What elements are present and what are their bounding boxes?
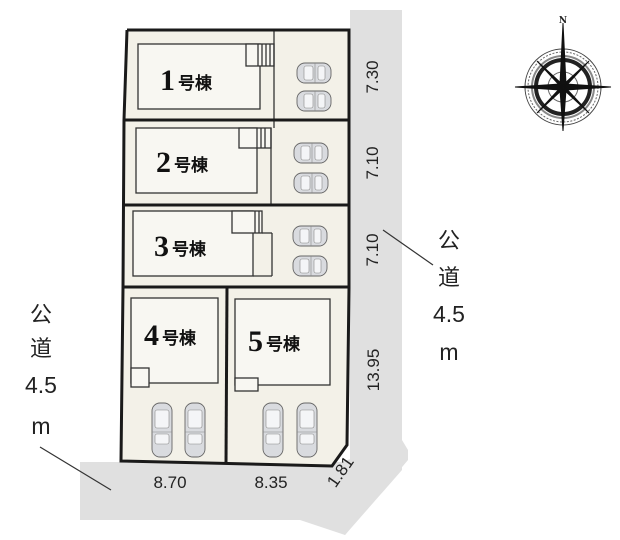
car-icon	[292, 255, 328, 277]
east-road	[350, 10, 402, 462]
building-3-suffix: 号棟	[172, 239, 207, 260]
building-4-porch	[130, 367, 150, 388]
lot-1: 1 号棟	[137, 30, 332, 128]
building-5-suffix: 号棟	[266, 334, 301, 355]
lot-5: 5 号棟	[234, 298, 331, 458]
building-2-footprint	[135, 127, 258, 194]
building-2-number: 2	[156, 146, 171, 179]
west-road-label: 公 道 4.5 m	[25, 303, 57, 439]
building-5-number: 5	[248, 325, 263, 358]
car-icon	[262, 402, 284, 458]
svg-text:公: 公	[438, 229, 460, 254]
svg-text:4.5: 4.5	[433, 301, 465, 327]
leader-line-west-road	[39, 446, 112, 491]
road-corner	[300, 445, 402, 535]
car-icon	[296, 62, 332, 84]
dimension-east-lot1: 7.30	[363, 60, 382, 93]
building-4-suffix: 号棟	[162, 328, 197, 349]
compass-rose-icon: N	[514, 16, 612, 132]
building-2-stairs	[238, 127, 272, 149]
compass-north-label: N	[559, 16, 567, 26]
lot-2: 2 号棟	[135, 127, 329, 205]
car-icon	[293, 172, 329, 194]
dimension-east-lot2: 7.10	[363, 146, 382, 179]
east-road-label: 公 道 4.5 m	[433, 229, 465, 365]
lot-3: 3 号棟	[132, 210, 328, 277]
lot-boundaries	[119, 28, 351, 468]
building-2-suffix: 号棟	[174, 155, 209, 176]
car-icon	[296, 90, 332, 112]
building-5-footprint	[234, 298, 331, 386]
building-4-number: 4	[144, 319, 159, 352]
svg-text:道: 道	[30, 337, 52, 362]
svg-text:m: m	[31, 413, 50, 439]
lot-4: 4 号棟	[130, 297, 219, 458]
car-icon	[184, 402, 206, 458]
building-1-footprint	[137, 43, 261, 110]
svg-text:道: 道	[438, 266, 460, 291]
building-3-number: 3	[154, 230, 169, 263]
stair-lines	[257, 44, 271, 66]
dimension-east-lot45: 13.95	[364, 349, 383, 392]
dimension-south-lot4: 8.70	[153, 473, 186, 492]
building-3-stairs	[231, 210, 263, 234]
svg-text:4.5: 4.5	[25, 372, 57, 398]
dimension-east-lot3: 7.10	[363, 233, 382, 266]
svg-text:m: m	[439, 339, 458, 365]
svg-text:公: 公	[30, 303, 52, 328]
building-5-porch	[234, 377, 259, 392]
car-icon	[296, 402, 318, 458]
car-icon	[293, 142, 329, 164]
building-1-number: 1	[160, 64, 175, 97]
dimension-south-lot5: 8.35	[254, 473, 287, 492]
building-1-suffix: 号棟	[178, 73, 213, 94]
car-icon	[292, 225, 328, 247]
leader-line-east-road	[382, 229, 434, 266]
car-icon	[151, 402, 173, 458]
